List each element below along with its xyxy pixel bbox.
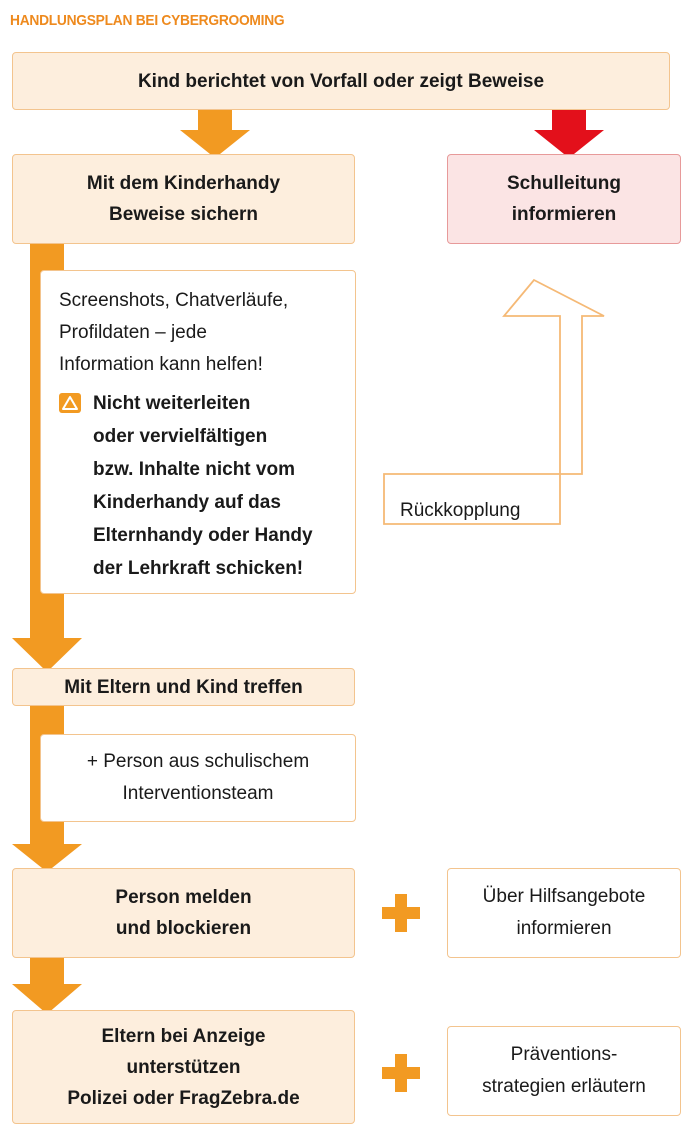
principal-line-2: informieren [511, 204, 617, 225]
plus-icon [382, 894, 420, 932]
warning-line-6: der Lehrkraft schicken! [93, 558, 304, 579]
police-line-2: unterstützen [126, 1056, 241, 1078]
plus-icon [382, 1054, 420, 1092]
warning-line-5: Elternhandy oder Handy [93, 525, 313, 546]
arrow-down-icon [534, 106, 604, 158]
police-line-3: Polizei oder FragZebra.de [67, 1087, 300, 1109]
team-note-box: + Person aus schulischem Interventionste… [40, 734, 356, 822]
warning-line-4: Kinderhandy auf das [93, 492, 281, 513]
meet-text: Mit Eltern und Kind treffen [64, 676, 303, 698]
evidence-line-2: Profildaten – jede [59, 322, 207, 343]
report-block-box: Person melden und blockieren [12, 868, 355, 958]
team-line-1: + Person aus schulischem [86, 751, 310, 772]
warning-line-3: bzw. Inhalte nicht vom [93, 459, 295, 480]
feedback-arrow-icon [383, 278, 605, 525]
prevention-line-1: Präventions- [510, 1044, 618, 1065]
prevention-line-2: strategien erläutern [482, 1076, 646, 1097]
warning-triangle-icon [59, 393, 81, 413]
warning-block: Nicht weiterleiten oder vervielfältigen … [59, 387, 339, 585]
principal-line-1: Schulleitung [507, 173, 621, 194]
warning-text: Nicht weiterleiten oder vervielfältigen … [93, 387, 313, 585]
feedback-label: Rückkopplung [400, 500, 521, 521]
arrow-down-icon [12, 842, 82, 872]
evidence-note-box: Screenshots, Chatverläufe, Profildaten –… [40, 270, 356, 594]
report-block-line-1: Person melden [115, 887, 252, 908]
page-title: HANDLUNGSPLAN BEI CYBERGROOMING [10, 12, 285, 29]
secure-line-2: Beweise sichern [109, 204, 258, 225]
arrow-down-icon [12, 628, 82, 672]
flow-bar-left-3 [30, 956, 64, 984]
warning-line-2: oder vervielfältigen [93, 426, 268, 447]
help-line-1: Über Hilfsangebote [482, 886, 646, 907]
warning-line-1: Nicht weiterleiten [93, 393, 251, 414]
prevention-box: Präventions- strategien erläutern [447, 1026, 681, 1116]
secure-line-1: Mit dem Kinderhandy [86, 173, 281, 194]
police-line-1: Eltern bei Anzeige [101, 1025, 266, 1047]
police-box: Eltern bei Anzeige unterstützen Polizei … [12, 1010, 355, 1124]
evidence-line-1: Screenshots, Chatverläufe, [59, 290, 289, 311]
team-line-2: Interventionsteam [122, 783, 274, 804]
help-line-2: informieren [516, 918, 612, 939]
meet-box: Mit Eltern und Kind treffen [12, 668, 355, 706]
principal-box: Schulleitung informieren [447, 154, 681, 244]
evidence-line-3: Information kann helfen! [59, 354, 263, 375]
report-text: Kind berichtet von Vorfall oder zeigt Be… [137, 70, 545, 92]
report-block-line-2: und blockieren [115, 918, 252, 939]
arrow-down-icon [180, 106, 250, 158]
evidence-note-text: Screenshots, Chatverläufe, Profildaten –… [59, 285, 339, 381]
help-box: Über Hilfsangebote informieren [447, 868, 681, 958]
arrow-down-icon [12, 982, 82, 1014]
secure-evidence-box: Mit dem Kinderhandy Beweise sichern [12, 154, 355, 244]
report-box: Kind berichtet von Vorfall oder zeigt Be… [12, 52, 670, 110]
